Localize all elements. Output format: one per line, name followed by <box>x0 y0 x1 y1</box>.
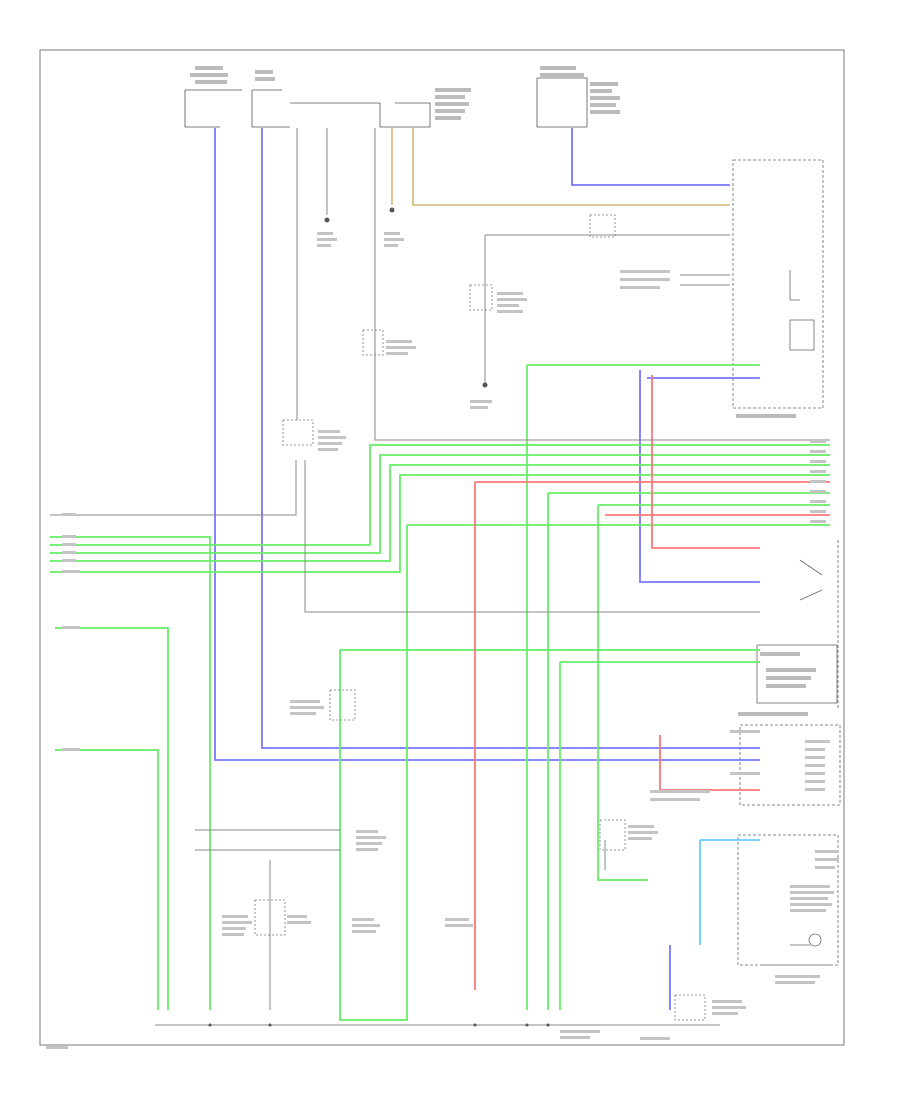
top-left-labels <box>190 66 620 120</box>
connector-stubs <box>254 214 706 1021</box>
light-control-box <box>738 644 838 716</box>
wires-green <box>50 364 830 1021</box>
wires-tan <box>391 128 730 206</box>
combination-switch <box>739 540 841 806</box>
component-text-blocks <box>46 232 839 1049</box>
diagram-frame <box>39 49 845 1046</box>
wires-cyan <box>699 839 760 945</box>
wires-red <box>474 375 830 990</box>
wires-gray <box>50 128 830 1026</box>
wires-blue <box>214 128 760 1010</box>
combination-meter-label <box>736 414 796 418</box>
top-right-connector <box>536 77 588 128</box>
top-left-connectors <box>184 89 431 128</box>
ground-symbols <box>208 207 550 1027</box>
combination-meter <box>732 159 824 409</box>
